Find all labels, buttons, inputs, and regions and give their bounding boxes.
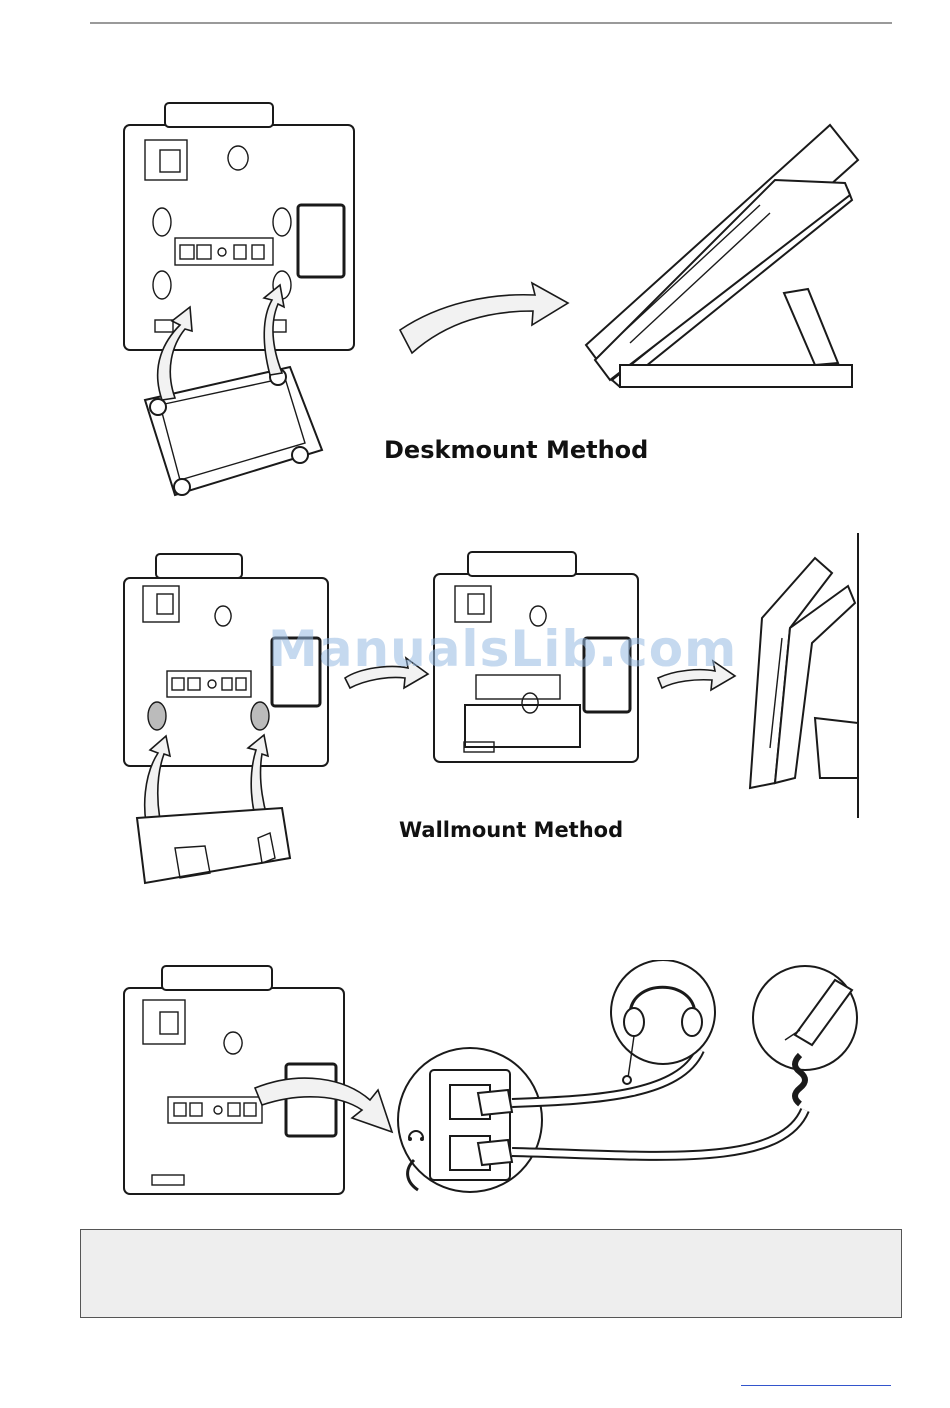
handset-magnifier xyxy=(753,966,857,1104)
watermark: ManualsLib.com xyxy=(268,620,737,678)
connection-illustration xyxy=(0,960,950,1200)
deskmount-caption: Deskmount Method xyxy=(384,436,648,464)
phone-back-desk xyxy=(124,103,354,350)
footer-link-underline xyxy=(741,1385,891,1386)
phone-side-wall xyxy=(750,533,858,818)
ports-magnifier xyxy=(398,1048,542,1192)
wallmount-caption: Wallmount Method xyxy=(399,818,623,842)
wall-bracket xyxy=(137,808,290,883)
phone-side-desk xyxy=(586,125,858,387)
note-box xyxy=(80,1229,902,1318)
headset-magnifier xyxy=(611,960,715,1084)
header-rule xyxy=(90,22,892,24)
